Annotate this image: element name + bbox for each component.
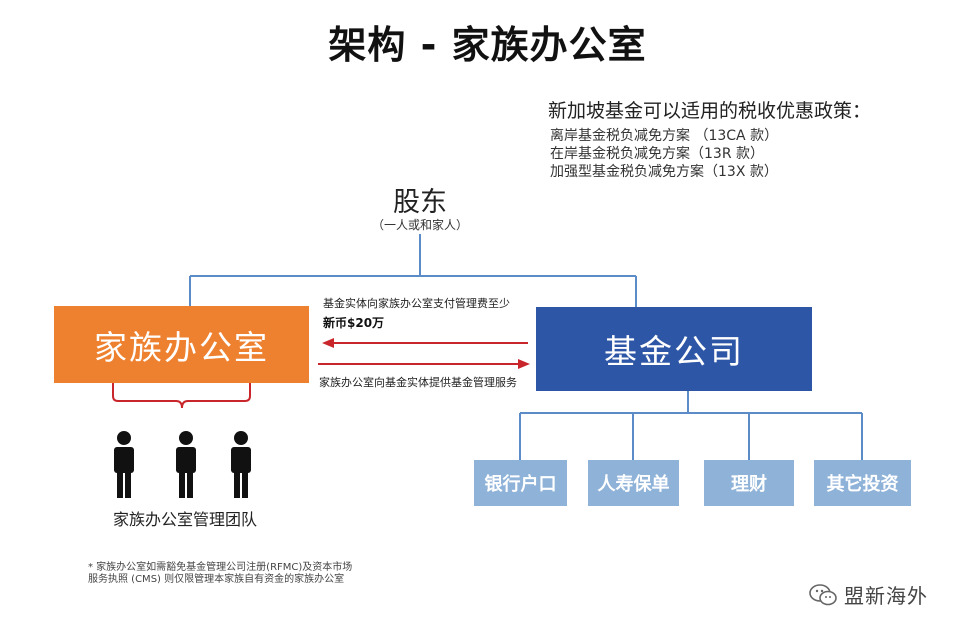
policy-list: 离岸基金税负减免方案 （13CA 款） 在岸基金税负减免方案（13R 款） 加强… (550, 127, 778, 181)
investment-box-wealth: 理财 (704, 460, 794, 506)
investment-label: 其它投资 (826, 474, 899, 495)
policy-item: 加强型基金税负减免方案（13X 款） (550, 164, 778, 180)
policy-item: 离岸基金税负减免方案 （13CA 款） (550, 128, 779, 144)
footnote: * 家族办公室如需豁免基金管理公司注册(RFMC)及资本市场服务执照 (CMS)… (88, 562, 353, 585)
policy-heading: 新加坡基金可以适用的税收优惠政策： (548, 100, 872, 122)
investment-box-other: 其它投资 (814, 460, 911, 506)
investment-box-bank: 银行户口 (474, 460, 567, 506)
person-icon (231, 431, 251, 498)
service-label: 家族办公室向基金实体提供基金管理服务 (319, 376, 517, 389)
fee-amount: 新币$20万 (323, 316, 385, 330)
fee-arrow-head (322, 338, 334, 348)
fee-label: 基金实体向家族办公室支付管理费至少 (323, 297, 510, 310)
investment-label: 人寿保单 (597, 474, 670, 495)
team-label: 家族办公室管理团队 (112, 510, 257, 529)
service-arrow-head (518, 359, 530, 369)
fund-company-box: 基金公司 (536, 307, 812, 391)
fund-company-label: 基金公司 (604, 332, 744, 371)
page-title: 架构 - 家族办公室 (328, 23, 647, 67)
investment-label: 银行户口 (484, 474, 557, 495)
person-icon (114, 431, 134, 498)
shareholders-label: 股东 (393, 187, 447, 218)
policy-item: 在岸基金税负减免方案（13R 款） (550, 146, 764, 162)
team-brace (112, 383, 251, 409)
brand: 盟新海外 (808, 580, 928, 609)
team-people (114, 431, 251, 498)
investment-label: 理财 (731, 474, 767, 495)
person-icon (176, 431, 196, 498)
shareholders-sublabel: （一人或和家人） (371, 218, 468, 232)
investment-box-insurance: 人寿保单 (588, 460, 679, 506)
wechat-icon (809, 583, 837, 605)
family-office-box: 家族办公室 (54, 306, 309, 383)
family-office-label: 家族办公室 (94, 327, 269, 367)
brand-text: 盟新海外 (844, 584, 928, 608)
